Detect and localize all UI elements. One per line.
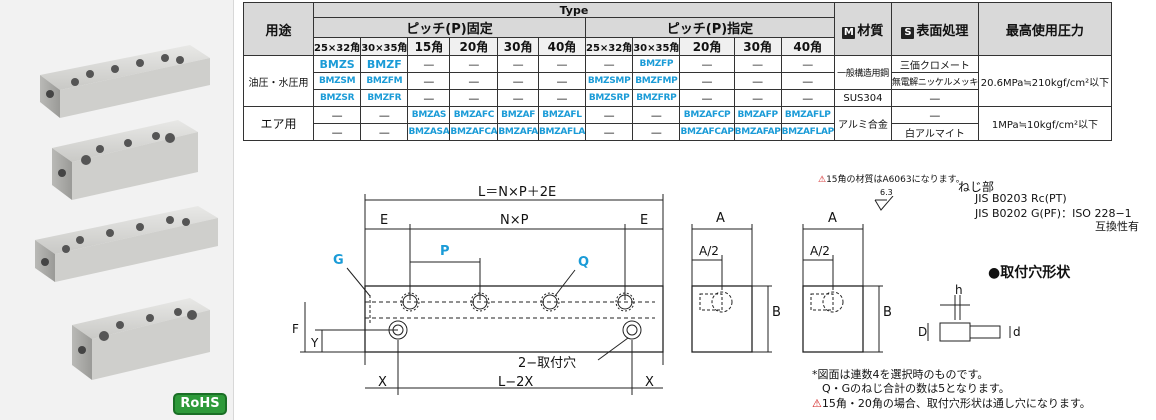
size-header: 25×32角: [584, 37, 634, 56]
size-header: 20角: [679, 37, 735, 56]
surface-alumite: 白アルマイト: [890, 123, 979, 141]
roughness-value: 6.3: [880, 188, 893, 197]
table-row: BMZSR BMZFR — — — — BMZSRP BMZFRP — — — …: [244, 89, 1112, 107]
table-row: 油圧・水圧用 BMZS BMZF — — — — — BMZFP — — — 一…: [243, 55, 1112, 107]
header-material-label: 材質: [857, 23, 884, 39]
dim-h: h: [955, 283, 963, 297]
thread-spec-1: JIS B0203 Rc(PT): [975, 192, 1067, 205]
manifold-photo-4: [72, 298, 210, 380]
header-pitch-spec: ピッチ(P)指定: [585, 17, 835, 38]
size-header: 15角: [407, 37, 451, 56]
material-al: アルミ合金: [833, 106, 892, 141]
surface-none: —: [890, 106, 979, 124]
footnote-text: 15角の材質はA6063になります。: [826, 175, 965, 185]
bottom-note-1: *図面は連数4を選択時のものです。: [812, 368, 989, 381]
material-steel: 一般構造用鋼: [833, 55, 892, 90]
dim-d: d: [1013, 325, 1021, 339]
header-surface-label: 表面処理: [916, 23, 969, 39]
header-pitch-fixed: ピッチ(P)固定: [313, 17, 586, 38]
dim-Q: Q: [578, 255, 590, 270]
size-header: 30角: [497, 37, 539, 56]
pressure-air: 1MPa≒10kgf/cm²以下: [977, 106, 1112, 141]
roughness-symbol-icon: [874, 196, 894, 211]
dim-B-1: B: [772, 305, 781, 320]
header-pressure: 最高使用圧力: [977, 2, 1112, 56]
thread-spec-3: 互換性有: [1095, 220, 1139, 233]
dim-A-1: A: [716, 211, 725, 226]
part-code[interactable]: BMZAFLA: [537, 123, 587, 141]
manifold-photo-3: [35, 206, 218, 282]
dim-NP: N×P: [500, 213, 529, 228]
dim-D: D: [918, 325, 928, 339]
footnote-15: ⚠15角の材質はA6063になります。: [818, 172, 965, 185]
product-photos: [35, 45, 218, 380]
dim-L: L＝N×P＋2E: [478, 185, 557, 200]
usage-oil: 油圧・水圧用: [243, 55, 314, 107]
size-header: 20角: [449, 37, 499, 56]
size-header: 30×35角: [360, 37, 409, 56]
part-code[interactable]: BMZAFC: [449, 106, 499, 124]
dim-E-right: E: [640, 213, 649, 228]
dim-Y: Y: [311, 336, 319, 350]
mount-hole-title: ●取付穴形状: [988, 265, 1071, 281]
part-code[interactable]: BMZAFA: [497, 123, 539, 141]
cell: —: [632, 123, 681, 141]
part-code[interactable]: BMZASA: [407, 123, 451, 141]
part-code[interactable]: BMZAFCAP: [679, 123, 735, 141]
part-code[interactable]: BMZAFLAP: [780, 123, 835, 141]
table-row: — — BMZASA BMZAFCA BMZAFA BMZAFLA — — BM…: [244, 123, 1112, 141]
cell: —: [312, 123, 362, 141]
dim-G: G: [333, 253, 344, 268]
cell: —: [360, 123, 409, 141]
manifold-photo-1: [40, 45, 210, 118]
dim-P: P: [440, 244, 450, 259]
dim-A-2: A: [828, 211, 837, 226]
dim-A2-2: A/2: [810, 244, 830, 258]
bottom-note-3: ⚠15角・20角の場合、取付穴形状は通し穴になります。: [812, 395, 1091, 411]
part-code[interactable]: BMZAFAP: [733, 123, 782, 141]
thread-title: ねじ部: [958, 180, 995, 194]
size-header: 30×35角: [632, 37, 681, 56]
size-header: 40角: [780, 37, 835, 56]
product-photo-panel: RoHS: [0, 0, 234, 420]
size-header: 40角: [537, 37, 587, 56]
manifold-photo-2: [52, 120, 198, 200]
bottom-note-3-text: 15角・20角の場合、取付穴形状は通し穴になります。: [821, 397, 1091, 410]
thread-spec-2: JIS B0202 G(PF)：ISO 228−1: [975, 207, 1132, 220]
dim-X-right: X: [645, 375, 654, 390]
part-code[interactable]: BMZS: [312, 55, 362, 73]
bottom-note-2: Q・Gのねじ合計の数は5となります。: [822, 382, 1010, 395]
pressure-oil: 20.6MPa≒210kgf/cm²以下: [977, 55, 1112, 107]
surface-badge: S: [901, 26, 915, 39]
usage-air: エア用: [243, 106, 314, 141]
part-code[interactable]: BMZAFCA: [449, 123, 499, 141]
header-usage: 用途: [243, 2, 314, 56]
rohs-badge: RoHS: [173, 393, 227, 415]
material-badge: M: [842, 26, 856, 39]
warning-icon: ⚠: [818, 175, 827, 185]
warning-icon: ⚠: [812, 397, 822, 410]
dim-X-left: X: [378, 375, 387, 390]
dim-F: F: [292, 322, 299, 336]
dim-B-2: B: [883, 305, 892, 320]
dim-E-left: E: [380, 213, 389, 228]
size-header: 30角: [733, 37, 782, 56]
dim-A2-1: A/2: [699, 244, 719, 258]
dim-L2X: L−2X: [498, 375, 534, 390]
mount-holes-label: 2−取付穴: [518, 356, 577, 371]
